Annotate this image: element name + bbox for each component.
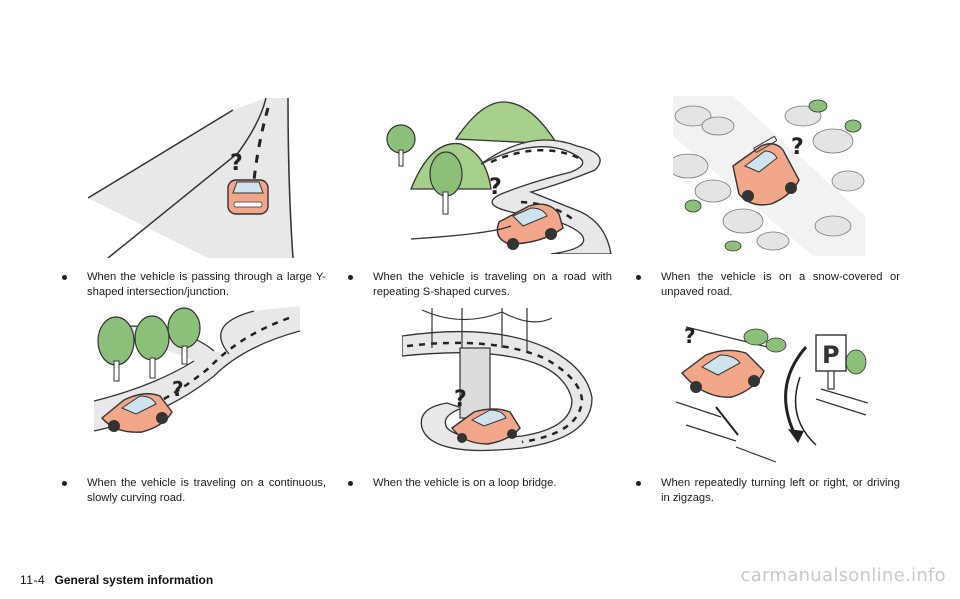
caption-y-intersection: When the vehicle is passing through a la…: [62, 270, 326, 300]
loop-bridge-illustration: ?: [402, 308, 598, 458]
caption-snow-road: When the vehicle is on a snow-covered or…: [636, 270, 900, 300]
parking-sign-icon: P: [815, 334, 847, 390]
caption-curving-road: When the vehicle is traveling on a conti…: [62, 476, 326, 506]
caption-loop-bridge: When the vehicle is on a loop bridge.: [348, 476, 612, 491]
bullet-icon: [62, 275, 67, 280]
page-number: 11-4: [20, 573, 46, 587]
caption-text: When the vehicle is on a snow-covered or…: [661, 271, 900, 298]
car-icon: [496, 203, 564, 250]
bullet-icon: [348, 275, 353, 280]
snow-road-illustration: ?: [673, 96, 865, 256]
page-footer: 11-4 General system information: [20, 573, 213, 587]
caption-text: When the vehicle is traveling on a road …: [373, 271, 612, 298]
caption-text: When the vehicle is on a loop bridge.: [373, 477, 557, 489]
section-title: General system information: [54, 573, 214, 587]
parking-sign-letter: P: [822, 341, 840, 369]
curving-road-illustration: ?: [94, 306, 300, 436]
car-icon: [680, 349, 765, 398]
bullet-icon: [636, 275, 641, 280]
caption-s-curves: When the vehicle is traveling on a road …: [348, 270, 612, 300]
y-intersection-illustration: ?: [88, 98, 308, 258]
question-mark: ?: [791, 135, 804, 160]
question-mark: ?: [454, 387, 467, 412]
caption-text: When repeatedly turning left or right, o…: [661, 477, 900, 504]
question-mark: ?: [684, 324, 696, 348]
bullet-icon: [62, 481, 67, 486]
tree-icon: [429, 151, 463, 215]
caption-zigzag: When repeatedly turning left or right, o…: [636, 476, 900, 506]
car-icon: [100, 393, 173, 433]
tree-icon: [386, 124, 416, 167]
question-mark: ?: [172, 377, 184, 401]
s-curves-illustration: ?: [381, 94, 613, 254]
caption-text: When the vehicle is traveling on a conti…: [87, 477, 326, 504]
bullet-icon: [636, 481, 641, 486]
caption-text: When the vehicle is passing through a la…: [87, 271, 326, 298]
bullet-icon: [348, 481, 353, 486]
car-icon: [227, 179, 269, 215]
question-mark: ?: [230, 151, 243, 176]
question-mark: ?: [489, 175, 502, 200]
car-icon: [451, 408, 521, 445]
car-icon: [732, 136, 800, 206]
zigzag-illustration: P ?: [676, 307, 868, 467]
watermark: carmanualsonline.info: [740, 565, 946, 586]
